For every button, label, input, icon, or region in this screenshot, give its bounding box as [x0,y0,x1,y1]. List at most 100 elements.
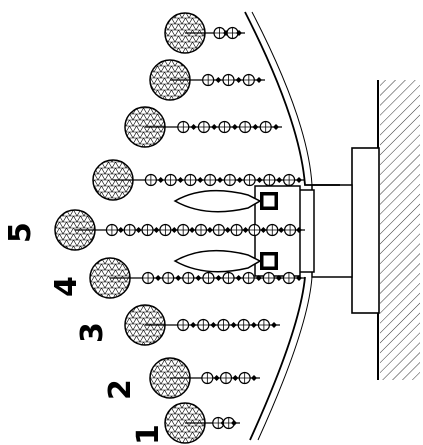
crystal-bead [105,223,119,237]
mounting-plate [351,147,380,314]
crystal-bead [197,318,210,332]
crystal-bead [184,173,197,187]
bead-link [210,322,217,328]
crystal-strand [92,159,305,201]
bead-link [275,275,282,281]
bead-link [117,227,124,233]
crystal-bead [266,223,279,237]
crystal-bead [141,271,155,285]
bead-link [231,124,238,130]
crystal-bead [283,223,297,237]
crystal-bead [257,318,270,332]
crystal-bead [226,26,239,40]
crystal-bead [204,173,217,187]
bead-link [153,227,160,233]
bead-link [195,275,202,281]
crystal-bead [212,416,225,430]
crystal-bead [159,223,172,237]
crystal-bead [222,73,235,87]
crystal-strands [54,12,305,444]
canopy-curve [244,11,340,441]
bead-link [236,30,242,36]
bead-link [190,124,197,130]
crystal-bead [144,173,157,187]
crystal-bead [282,271,296,285]
crystal-bead [218,120,231,134]
bead-link [215,275,222,281]
socket-lower [260,252,278,270]
bead-link [278,227,285,233]
crystal-bead [177,120,190,134]
crystal-bead [248,223,261,237]
bead-link [206,227,213,233]
crystal-bead [263,173,276,187]
crystal-bead [197,120,210,134]
bead-link [242,227,249,233]
crystal-ball [149,357,191,399]
bead-link [213,375,220,381]
bead-link [197,177,204,183]
bead-link [235,275,242,281]
bead-link [276,177,283,183]
crystal-bead [202,271,215,285]
bead-link [236,177,243,183]
crystal-ball [89,257,131,299]
crystal-strand [124,304,280,346]
crystal-ball [149,59,191,101]
crystal-bead [219,371,233,385]
bead-link [255,275,262,281]
crystal-bead [283,173,296,187]
crystal-strand [149,357,260,399]
bead-link [215,77,222,83]
label-4: 4 [49,276,84,297]
bead-link [256,177,263,183]
bead-link [175,275,182,281]
bead-link [230,322,237,328]
bead-link [211,124,218,130]
crystal-bead [242,271,255,285]
crystal-bead [230,223,243,237]
crystal-bead [223,173,236,187]
crystal-strand [54,209,305,251]
label-2: 2 [103,379,138,400]
crystal-bead [202,73,215,87]
bead-link [260,227,267,233]
bead-link [232,375,239,381]
bead-link [251,375,257,381]
crystal-bead [162,271,175,285]
label-1: 1 [131,424,166,445]
bead-link [256,77,262,83]
crystal-strand [149,59,265,101]
label-3: 3 [75,322,110,343]
bead-link [135,227,142,233]
bead-link [231,420,237,426]
crystal-bead [242,73,255,87]
bead-link [177,177,184,183]
crystal-bead [123,223,136,237]
bead-link [235,77,242,83]
crystal-strand [164,12,245,54]
crystal-ball [164,12,206,54]
bead-link [296,227,302,233]
bead-link [190,322,197,328]
crystal-strand [164,402,240,444]
bead-link [224,227,231,233]
bead-link [296,177,302,183]
crystal-bead [259,120,272,134]
candle-bulb-lower [173,250,262,273]
crystal-strand [124,106,282,148]
crystal-ball [124,304,166,346]
crystal-bead [141,223,154,237]
crystal-ball [124,106,166,148]
crystal-bead [217,318,230,332]
wall [377,80,420,380]
bead-link [155,275,162,281]
bead-link [252,124,259,130]
crystal-bead [262,271,275,285]
bead-link [273,124,279,130]
bead-link [271,322,277,328]
crystal-bead [243,173,256,187]
candle-bulb-upper [173,190,262,213]
crystal-bead [237,318,250,332]
